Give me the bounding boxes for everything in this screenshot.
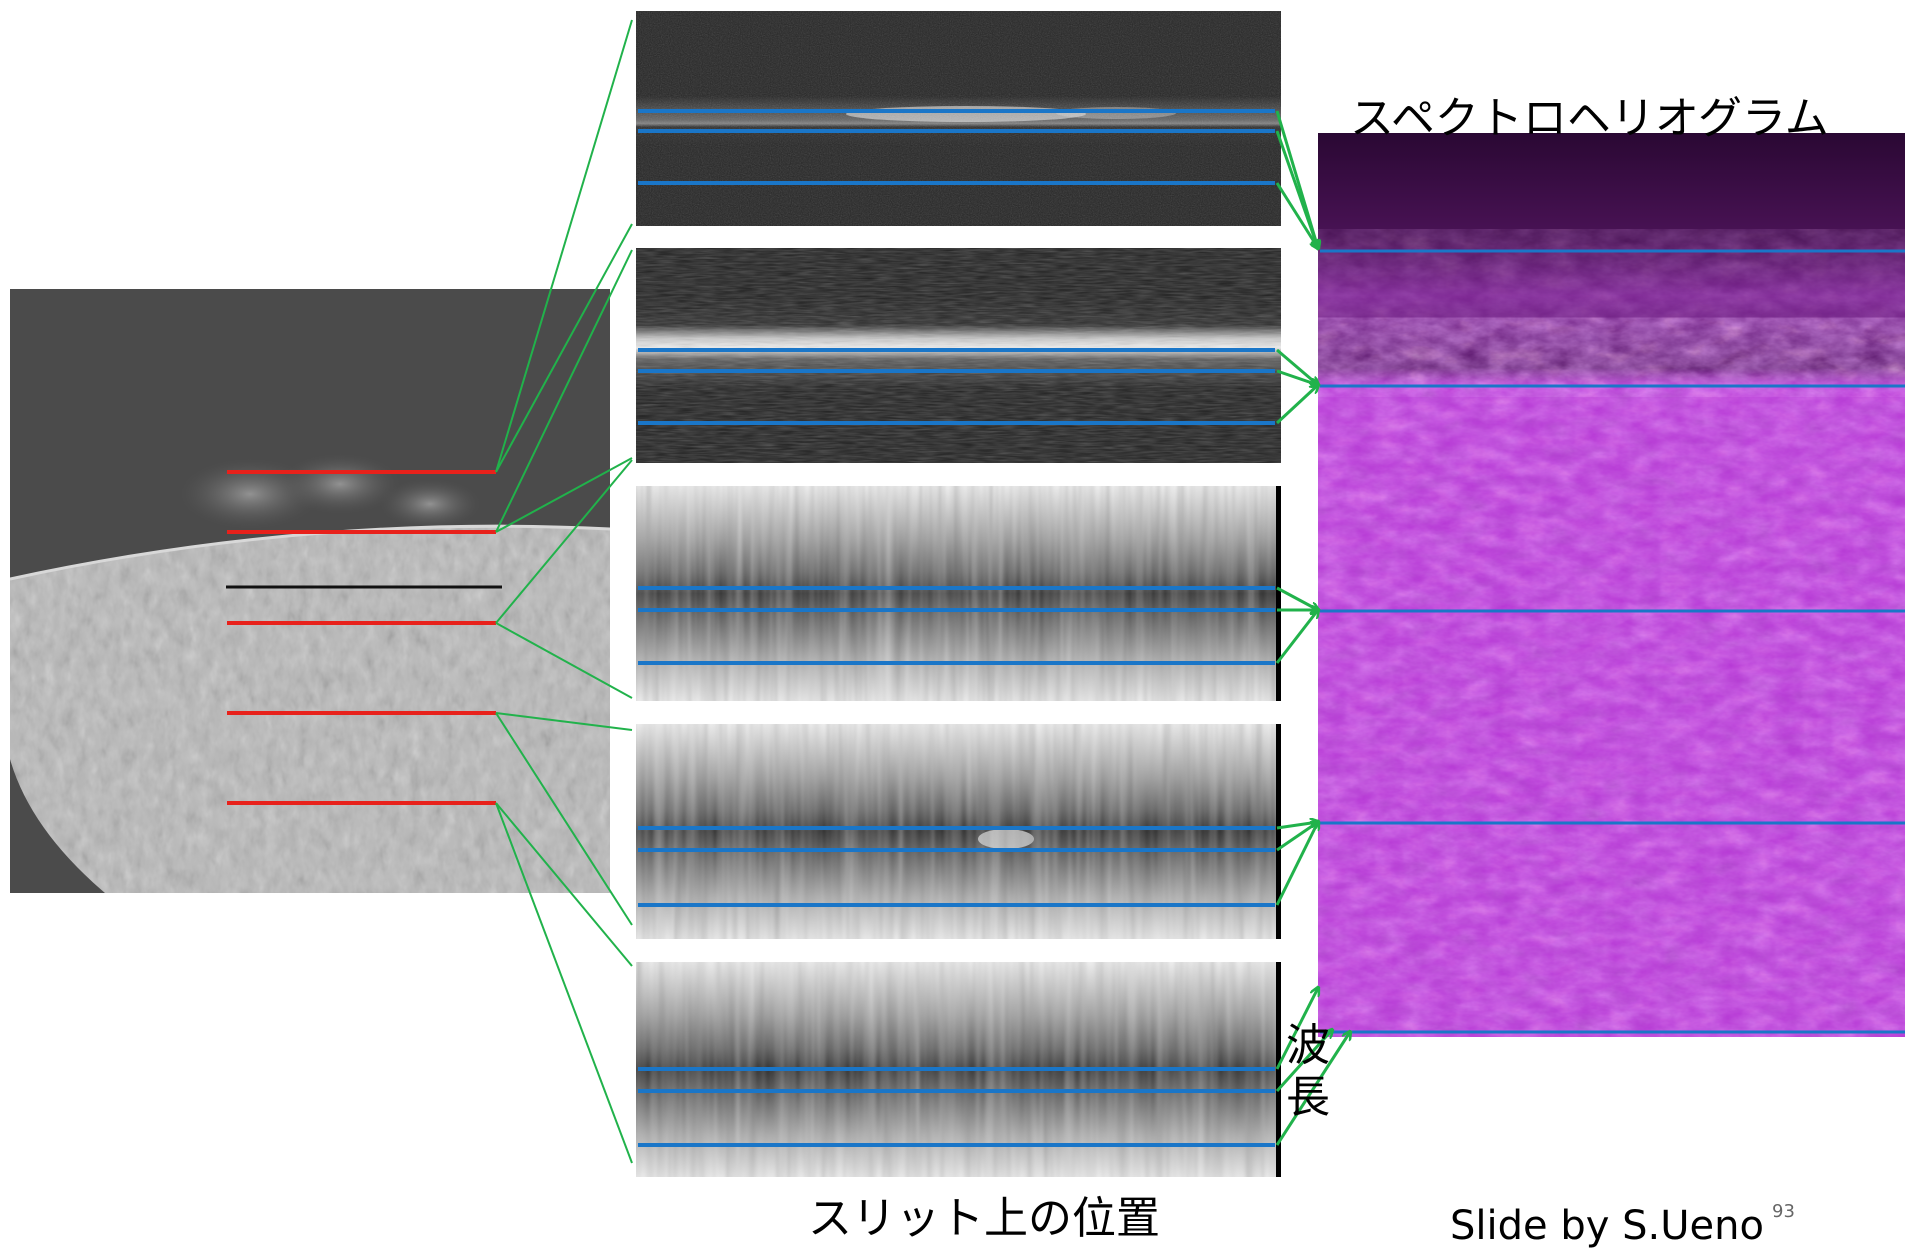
spectroheliogram-image — [1318, 133, 1905, 1037]
slit-position-label: スリット上の位置 — [808, 1193, 1160, 1244]
spectroheliogram-title: スペクトロヘリオグラム — [1350, 93, 1829, 144]
solar-disk-image — [10, 289, 610, 893]
green-connectors — [495, 19, 633, 1164]
slide-credit: Slide by S.Ueno — [1450, 1203, 1764, 1249]
red-slit-lines — [227, 470, 496, 805]
blue-helio-lines — [1320, 249, 1905, 1034]
wavelength-label: 波長 — [1286, 1020, 1330, 1123]
arrow-icon — [1275, 110, 1350, 1146]
blue-spectral-lines — [638, 109, 1275, 1147]
page-number: 93 — [1772, 1201, 1795, 1222]
spectrum-image-2 — [636, 248, 1281, 463]
spectrum-image-3 — [636, 486, 1281, 701]
